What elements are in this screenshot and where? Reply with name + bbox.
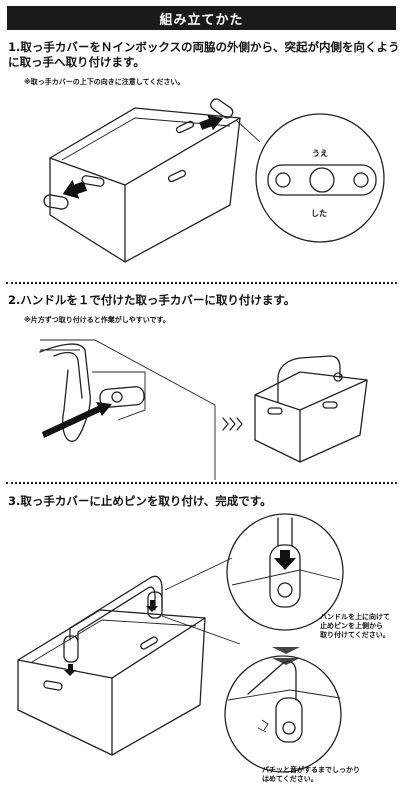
step-2-title: 2.ハンドルを１で付けた取っ手カバーに取り付けます。: [8, 293, 296, 307]
caption-line: ハンドルを上に向けて: [320, 613, 390, 621]
step-1-title-line2: 取っ手へ取り付けます。: [8, 55, 145, 69]
caption-line: パチッと音がするまでしっかり: [262, 766, 360, 774]
page-title: 組み立てかた: [7, 6, 396, 30]
detail-top-label: うえ: [312, 149, 328, 158]
caption-line: 取り付けてください。: [320, 631, 390, 639]
step-3-caption-1: ハンドルを上に向けて 止めピンを上側から 取り付けてください。: [320, 613, 390, 640]
section-divider: [6, 482, 397, 484]
caption-line: はめてください。: [262, 775, 318, 783]
caption-line: 止めピンを上側から: [320, 622, 383, 630]
step-2-note: ※片方ずつ取り付けると作業がしやすいです。: [24, 316, 170, 324]
step-3-title: 3.取っ手カバーに止めピンを取り付け、完成です。: [8, 494, 272, 508]
section-divider: [6, 282, 397, 284]
step-1-title-line1: 1.取っ手カバーをＮインボックスの両脇の外側から、突起が内側を向くように: [8, 40, 400, 69]
step-3-caption-2: パチッと音がするまでしっかり はめてください。: [262, 766, 360, 784]
step-1-note: ※取っ手カバーの上下の向きに注意してください。: [24, 78, 185, 86]
detail-bottom-label: した: [311, 209, 327, 218]
